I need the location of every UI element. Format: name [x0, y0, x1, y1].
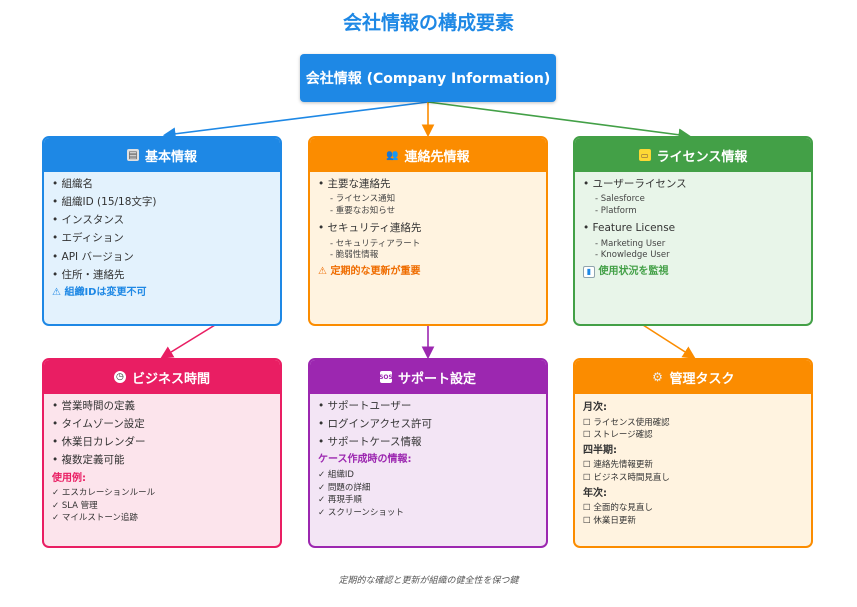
card-support-header: SOS サポート設定 — [310, 360, 546, 394]
monitor-note: ▮ 使用状況を監視 — [583, 265, 803, 279]
edge-basic-business — [160, 324, 216, 359]
list-item: • 組織名 — [52, 178, 94, 190]
warning-note: ⚠ 定期的な更新が重要 — [318, 265, 421, 277]
case-item: ✓ 組織ID — [318, 469, 354, 480]
sub-item: - Knowledge User — [595, 250, 670, 261]
case-item: ✓ 再現手順 — [318, 495, 362, 506]
card-business-title: ビジネス時間 — [131, 371, 210, 387]
list-item: • 営業時間の定義 — [52, 400, 136, 412]
footer-caption: 定期的な確認と更新が組織の健全性を保つ鍵 — [338, 576, 519, 586]
root-node: 会社情報 (Company Information) — [300, 54, 556, 102]
card-license-info: ▭ ライセンス情報 • ユーザーライセンス - Salesforce - Pla… — [573, 136, 813, 326]
list-item: • API バージョン — [52, 250, 134, 263]
list-item: • セキュリティ連絡先 — [318, 222, 422, 235]
clock-icon: ◷ — [113, 371, 126, 383]
gear-icon: ⚙ — [652, 370, 663, 384]
card-tasks-header: ⚙ 管理タスク — [575, 360, 811, 394]
list-item: • エディション — [52, 232, 124, 245]
card-contact-title: 連絡先情報 — [404, 149, 470, 165]
sub-item: - 重要なお知らせ — [330, 205, 396, 216]
card-license-title: ライセンス情報 — [656, 149, 748, 165]
checkbox-item: ☐ 休業日更新 — [583, 515, 636, 526]
list-item: • サポートケース情報 — [318, 436, 422, 449]
card-admin-tasks: ⚙ 管理タスク 月次: ☐ ライセンス使用確認 ☐ ストレージ確認 四半期: ☐… — [573, 358, 813, 548]
sub-item: - セキュリティアラート — [330, 238, 421, 249]
list-item: • ユーザーライセンス — [583, 178, 687, 190]
card-contact-header: 👥 連絡先情報 — [310, 138, 546, 172]
sub-item: - Salesforce — [595, 194, 645, 205]
example-item: ✓ エスカレーションルール — [52, 488, 156, 498]
card-business-hours: ◷ ビジネス時間 • 営業時間の定義 • タイムゾーン設定 • 休業日カレンダー… — [42, 358, 282, 548]
clipboard-icon: ▤ — [126, 149, 139, 161]
diagram-title: 会社情報の構成要素 — [342, 12, 514, 34]
list-item: • ログインアクセス許可 — [318, 418, 433, 431]
edge-root-license — [427, 101, 692, 142]
list-item: • 複数定義可能 — [52, 454, 125, 467]
checkbox-item: ☐ ライセンス使用確認 — [583, 417, 670, 428]
sub-item: - Platform — [595, 205, 637, 216]
list-item: • 住所・連絡先 — [52, 268, 125, 281]
example-item: ✓ マイルストーン追跡 — [52, 513, 138, 524]
checkbox-item: ☐ 全面的な見直し — [583, 503, 653, 513]
list-item: • サポートユーザー — [318, 400, 412, 412]
warning-note: ⚠ 組織IDは変更不可 — [52, 286, 147, 298]
card-business-header: ◷ ビジネス時間 — [44, 360, 280, 394]
bar-chart-icon: ▮ — [583, 265, 595, 278]
case-item: ✓ スクリーンショット — [318, 507, 404, 518]
edge-root-basic — [162, 101, 429, 141]
monthly-label: 月次: — [583, 402, 607, 413]
case-label: ケース作成時の情報: — [318, 454, 412, 466]
card-license-header: ▭ ライセンス情報 — [575, 138, 811, 172]
list-item: • 休業日カレンダー — [52, 436, 146, 449]
card-basic-header: ▤ 基本情報 — [44, 138, 280, 172]
list-item: • 組織ID (15/18文字) — [52, 196, 157, 209]
card-support-title: サポート設定 — [397, 371, 476, 387]
checkbox-item: ☐ ストレージ確認 — [583, 430, 653, 441]
card-basic-title: 基本情報 — [144, 149, 197, 165]
list-item: • 主要な連絡先 — [318, 178, 391, 190]
sos-icon: SOS — [379, 371, 393, 383]
card-basic-info: ▤ 基本情報 • 組織名 • 組織ID (15/18文字) • インスタンス •… — [42, 136, 282, 326]
yearly-label: 年次: — [583, 487, 607, 499]
list-item: • Feature License — [583, 222, 676, 235]
card-tasks-title: 管理タスク — [669, 371, 735, 387]
checkbox-item: ☐ ビジネス時間見直し — [583, 472, 670, 483]
checkbox-item: ☐ 連絡先情報更新 — [583, 460, 653, 471]
sub-item: - 脆弱性情報 — [330, 250, 379, 261]
example-item: ✓ SLA 管理 — [52, 500, 98, 511]
quarterly-label: 四半期: — [583, 444, 617, 456]
card-support-settings: SOS サポート設定 • サポートユーザー • ログインアクセス許可 • サポー… — [308, 358, 548, 548]
ticket-icon: ▭ — [638, 149, 651, 161]
edge-license-tasks — [642, 324, 696, 359]
sub-item: - Marketing User — [595, 238, 666, 249]
case-item: ✓ 問題の詳細 — [318, 482, 371, 493]
sub-item: - ライセンス通知 — [330, 194, 396, 205]
list-item: • タイムゾーン設定 — [52, 418, 145, 431]
root-label: 会社情報 (Company Information) — [305, 71, 551, 87]
list-item: • インスタンス — [52, 214, 125, 227]
people-icon: 👥 — [386, 149, 399, 161]
example-label: 使用例: — [52, 472, 86, 484]
card-contact-info: 👥 連絡先情報 • 主要な連絡先 - ライセンス通知 - 重要なお知らせ • セ… — [308, 136, 548, 326]
